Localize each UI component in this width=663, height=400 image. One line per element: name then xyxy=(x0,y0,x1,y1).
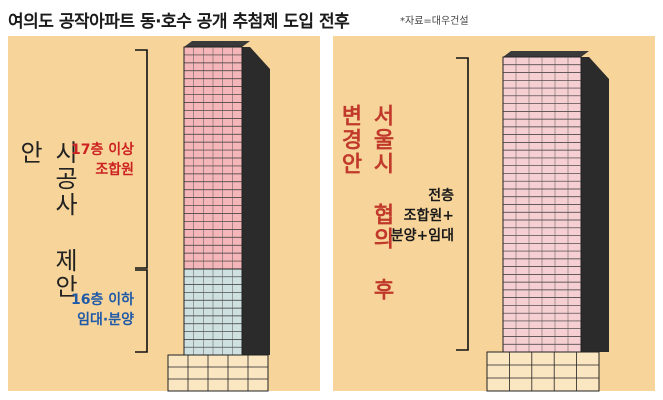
upper-floor-label-line1: 17층 이상 xyxy=(71,142,134,158)
right-tower-roof xyxy=(503,51,589,57)
left-tower-side-facade xyxy=(242,47,270,355)
left-tower-roof xyxy=(184,41,250,47)
left-lower-bracket xyxy=(135,269,148,353)
lower-floor-label-line2: 임대·분양 xyxy=(77,312,134,328)
upper-floor-label: 17층 이상 조합원 xyxy=(50,140,134,180)
right-tower-side-facade xyxy=(581,57,609,352)
source-note: *자료=대우건설 xyxy=(400,16,469,27)
lower-floor-label-line1: 16층 이하 xyxy=(71,292,134,308)
lower-floor-label: 16층 이하 임대·분양 xyxy=(50,290,134,330)
right-floor-label-line1: 전층 xyxy=(428,188,454,204)
right-podium xyxy=(486,351,600,392)
left-panel-heading: 시공사 제안안 xyxy=(15,140,78,300)
right-floor-label: 전층 조합원+ 분양+임대 xyxy=(380,186,454,246)
right-floor-label-line2: 조합원+ xyxy=(403,208,454,224)
left-upper-bracket xyxy=(135,49,148,269)
page-title: 여의도 공작아파트 동·호수 공개 추첨제 도입 전후 xyxy=(8,12,350,32)
left-podium xyxy=(167,354,269,392)
right-floor-label-line3: 분양+임대 xyxy=(390,228,454,244)
right-panel-heading: 서울시 협의 후 변경안 xyxy=(337,104,394,302)
right-bracket xyxy=(456,57,469,351)
upper-floor-label-line2: 조합원 xyxy=(95,162,134,178)
